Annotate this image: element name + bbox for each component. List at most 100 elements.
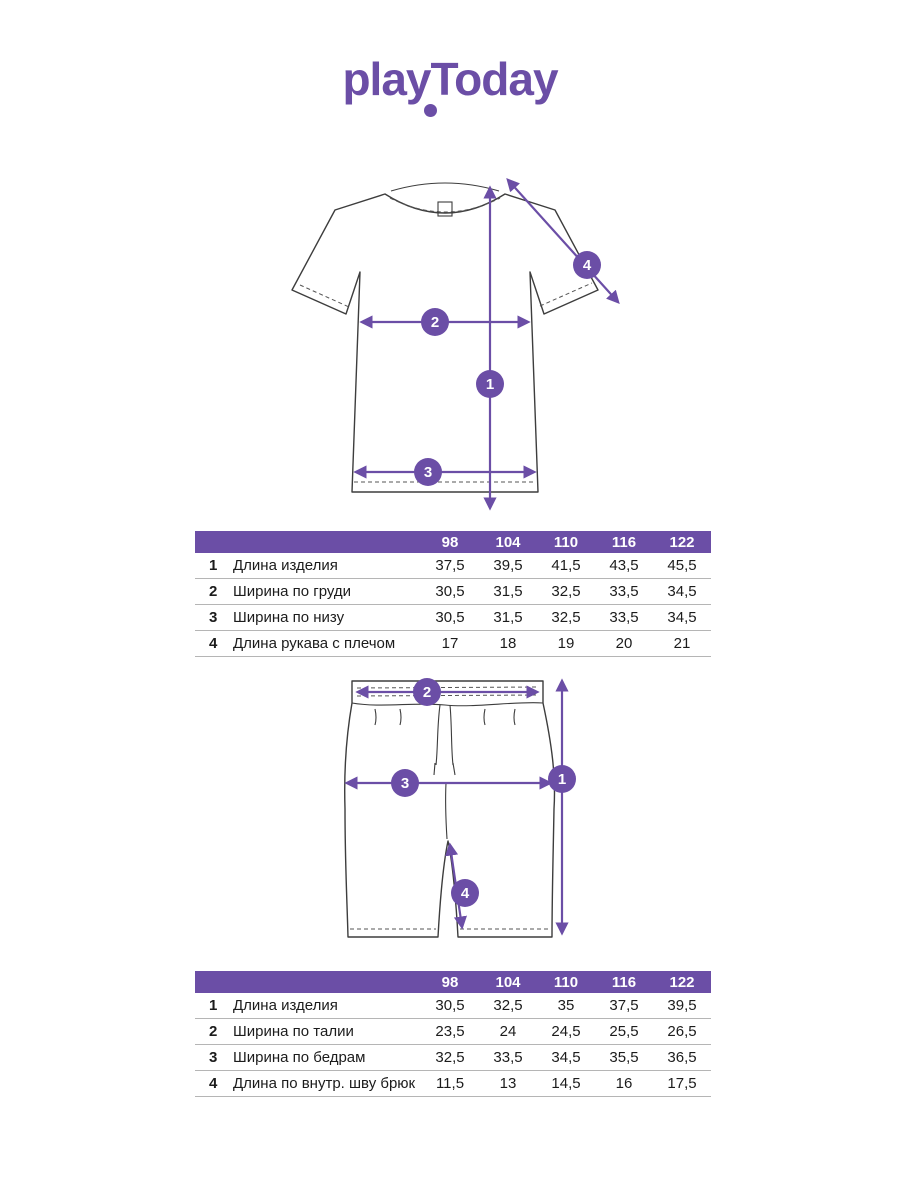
measure-value: 32,5 xyxy=(435,1049,465,1066)
measure-value: 32,5 xyxy=(551,583,581,600)
measure-value: 32,5 xyxy=(493,997,523,1014)
measure-value: 14,5 xyxy=(551,1075,581,1092)
measure-value: 30,5 xyxy=(435,583,465,600)
marker-label: 1 xyxy=(558,771,566,788)
measure-label-cell: 2 Ширина по талии xyxy=(195,1024,421,1039)
measure-value: 43,5 xyxy=(609,557,639,574)
measure-value: 26,5 xyxy=(667,1023,697,1040)
measure-value: 17 xyxy=(441,635,459,652)
measure-value: 33,5 xyxy=(493,1049,523,1066)
measure-value: 37,5 xyxy=(435,557,465,574)
measure-number: 1 xyxy=(209,997,218,1014)
shorts-outline xyxy=(343,680,556,938)
tshirt-diagram: 2 1 3 4 xyxy=(291,178,620,511)
size-column-header: 98 xyxy=(441,533,459,551)
marker-label: 3 xyxy=(424,464,432,481)
size-column-header: 116 xyxy=(611,973,637,991)
measure-value: 34,5 xyxy=(667,583,697,600)
measure-number: 3 xyxy=(209,609,218,626)
measure-label-cell: 4 Длина рукава с плечом xyxy=(195,636,421,651)
measure-number: 4 xyxy=(209,635,218,652)
measure-label-cell: 4 Длина по внутр. шву брюк xyxy=(195,1076,421,1091)
tshirt-marker-4: 4 xyxy=(573,251,601,279)
brand-logo: playToday xyxy=(342,53,558,105)
measure-value: 30,5 xyxy=(435,997,465,1014)
size-column-header: 122 xyxy=(669,533,695,551)
measure-label-cell: 2 Ширина по груди xyxy=(195,584,421,599)
measure-value: 41,5 xyxy=(551,557,581,574)
marker-label: 4 xyxy=(583,257,592,274)
shorts-marker-4: 4 xyxy=(451,879,479,907)
measure-label-cell: 3 Ширина по низу xyxy=(195,610,421,625)
measure-name: Длина изделия xyxy=(233,557,338,574)
shorts-diagram: 2 3 1 4 xyxy=(343,678,576,938)
size-table-row: 2 Ширина по груди 30,5 31,5 32,5 33,5 34,5 xyxy=(195,579,711,605)
size-table-row: 4 Длина по внутр. шву брюк 11,5 13 14,5 16 17,… xyxy=(195,1071,711,1097)
measure-value: 25,5 xyxy=(609,1023,639,1040)
marker-label: 1 xyxy=(486,376,494,393)
measure-value: 36,5 xyxy=(667,1049,697,1066)
shorts-marker-2: 2 xyxy=(413,678,441,706)
measure-value: 30,5 xyxy=(435,609,465,626)
measure-value: 24 xyxy=(499,1023,517,1040)
size-column-header: 104 xyxy=(495,973,521,991)
measure-value: 19 xyxy=(557,635,575,652)
measure-number: 3 xyxy=(209,1049,218,1066)
measure-name: Ширина по низу xyxy=(233,609,345,626)
measure-value: 11,5 xyxy=(435,1075,465,1092)
measure-value: 24,5 xyxy=(551,1023,581,1040)
measure-name: Длина изделия xyxy=(233,997,338,1014)
measure-value: 31,5 xyxy=(493,583,523,600)
measure-name: Ширина по груди xyxy=(233,583,352,600)
measure-value: 20 xyxy=(615,635,633,652)
measure-value: 45,5 xyxy=(667,557,697,574)
size-table-row: 1 Длина изделия 30,5 32,5 35 37,5 39,5 xyxy=(195,993,711,1019)
size-table-row: 3 Ширина по низу 30,5 31,5 32,5 33,5 34,5 xyxy=(195,605,711,631)
measure-number: 2 xyxy=(209,583,218,600)
size-column-header: 110 xyxy=(553,973,579,991)
size-table-header: 98 104 110 116 122 xyxy=(195,971,711,993)
measure-name: Ширина по талии xyxy=(233,1023,354,1040)
size-column-header: 110 xyxy=(553,533,579,551)
marker-label: 4 xyxy=(461,885,470,902)
measure-label-cell: 1 Длина изделия xyxy=(195,998,421,1013)
measure-value: 35 xyxy=(557,997,575,1014)
shorts-size-table: 98 104 110 116 122 1 Длина изделия 30,5 32,5 35 37… xyxy=(195,971,711,1097)
size-column-header: 116 xyxy=(611,533,637,551)
measure-label-cell: 1 Длина изделия xyxy=(195,558,421,573)
measure-value: 34,5 xyxy=(667,609,697,626)
size-column-header: 122 xyxy=(669,973,695,991)
measure-value: 13 xyxy=(499,1075,517,1092)
measure-value: 37,5 xyxy=(609,997,639,1014)
measure-value: 32,5 xyxy=(551,609,581,626)
measure-number: 4 xyxy=(209,1075,218,1092)
measure-number: 1 xyxy=(209,557,218,574)
tshirt-measurement-arrows xyxy=(353,178,620,511)
measure-value: 31,5 xyxy=(493,609,523,626)
tshirt-marker-2: 2 xyxy=(421,308,449,336)
measure-name: Длина по внутр. шву брюк xyxy=(233,1075,416,1092)
measure-value: 33,5 xyxy=(609,583,639,600)
tshirt-marker-1: 1 xyxy=(476,370,504,398)
measure-value: 17,5 xyxy=(667,1075,697,1092)
measure-value: 18 xyxy=(499,635,517,652)
sleeve-length-arrow xyxy=(506,178,620,304)
shorts-marker-3: 3 xyxy=(391,769,419,797)
marker-label: 2 xyxy=(431,314,439,331)
measure-value: 33,5 xyxy=(609,609,639,626)
measure-value: 39,5 xyxy=(667,997,697,1014)
measure-value: 34,5 xyxy=(551,1049,581,1066)
marker-label: 2 xyxy=(423,684,431,701)
size-table-row: 1 Длина изделия 37,5 39,5 41,5 43,5 45,5 xyxy=(195,553,711,579)
measure-value: 16 xyxy=(615,1075,633,1092)
size-column-header: 98 xyxy=(441,973,459,991)
measure-value: 39,5 xyxy=(493,557,523,574)
measure-name: Длина рукава с плечом xyxy=(233,635,396,652)
measure-number: 2 xyxy=(209,1023,218,1040)
